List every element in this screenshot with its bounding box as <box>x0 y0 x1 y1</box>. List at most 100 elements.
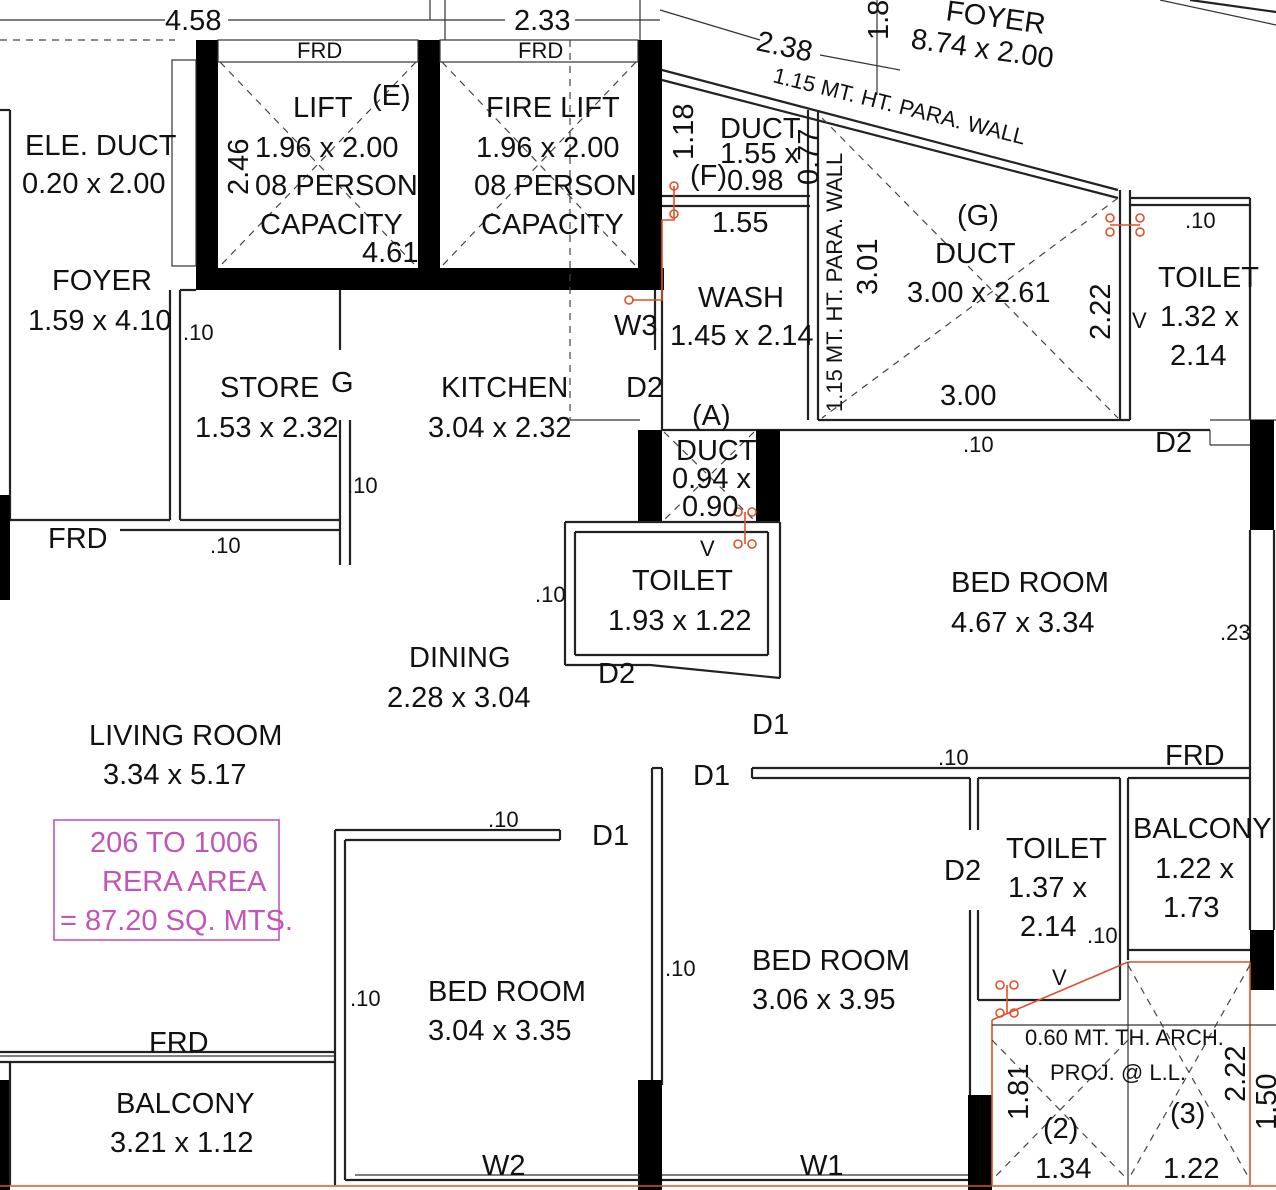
dim-lift-w: 4.61 <box>362 237 418 269</box>
bedroom-left-size: 3.04 x 3.35 <box>428 1015 572 1047</box>
wash-size: 1.45 x 2.14 <box>670 320 814 352</box>
balcony-right-line3: 1.73 <box>1163 892 1219 924</box>
store-name: STORE <box>220 372 319 404</box>
fire-lift-size: 1.96 x 2.00 <box>476 132 620 164</box>
kitchen-size: 3.04 x 2.32 <box>428 412 572 444</box>
window-w3-label: W3 <box>614 310 658 342</box>
kitchen-name: KITCHEN <box>441 372 568 404</box>
lift-name: LIFT <box>293 92 353 124</box>
dining-size: 2.28 x 3.04 <box>387 682 531 714</box>
duct-a-line3: 0.90 <box>682 491 738 523</box>
dim-duct-g-w: 3.00 <box>940 380 996 412</box>
thickness-label: .10 <box>183 320 214 345</box>
room-ele-duct-size: 0.20 x 2.00 <box>22 168 166 200</box>
duct-f-name: DUCT <box>720 113 801 145</box>
lift-core-walls <box>171 39 664 290</box>
thickness-label: .10 <box>1087 923 1118 948</box>
living-size: 3.34 x 5.17 <box>103 759 247 791</box>
arch-tag3: (3) <box>1170 1098 1205 1130</box>
thickness-label: .10 <box>210 533 241 558</box>
rera-line2: RERA AREA <box>102 866 267 898</box>
toilet-lower-line2: 1.37 x <box>1008 872 1087 904</box>
frd-label: FRD <box>149 1027 209 1059</box>
frd-label-fire-lift: FRD <box>518 38 563 63</box>
window-v-label: V <box>1132 308 1147 333</box>
bedroom-right-name: BED ROOM <box>951 567 1109 599</box>
window-v-label: V <box>1052 965 1067 990</box>
toilet-tr-name: TOILET <box>1158 262 1259 294</box>
door-d2-label: D2 <box>598 658 635 690</box>
duct-a-tag: (A) <box>692 400 731 432</box>
window-w2-label: W2 <box>482 1150 526 1182</box>
duct-a-name: DUCT <box>676 435 757 467</box>
thickness-label: .10 <box>938 745 969 770</box>
duct-f-line3: 0.98 <box>727 165 783 197</box>
arch-h3: 1.50 <box>1251 1074 1276 1130</box>
dim-duct-g-h: 3.01 <box>852 239 884 295</box>
room-foyer-size: 1.59 x 4.10 <box>28 305 172 337</box>
thickness-label: .10 <box>350 986 381 1011</box>
thickness-label: .10 <box>665 956 696 981</box>
thickness-label: .10 <box>963 432 994 457</box>
fire-lift-line3: 08 PERSON <box>474 170 637 202</box>
balcony-left-size: 3.21 x 1.12 <box>110 1127 254 1159</box>
dim-duct-f-h: 1.18 <box>668 104 700 160</box>
duct-f-line2: 1.55 x <box>720 138 799 170</box>
arch-h1: 1.81 <box>1003 1064 1035 1120</box>
frd-label: FRD <box>48 523 108 555</box>
dim-top-a: 4.58 <box>165 5 221 37</box>
balcony-right-name: BALCONY <box>1133 813 1272 845</box>
arch-projection <box>991 961 1276 1185</box>
bedroom-left-name: BED ROOM <box>428 976 586 1008</box>
dim-top-b: 2.33 <box>514 5 570 37</box>
toilet-mid-name: TOILET <box>632 565 733 597</box>
top-dimension-lines <box>0 0 1276 95</box>
lift-line4: CAPACITY <box>260 209 403 241</box>
duct-g-tag: (G) <box>957 200 999 232</box>
frd-label-lift: FRD <box>297 38 342 63</box>
room-foyer-name: FOYER <box>52 265 152 297</box>
arch-tag2: (2) <box>1043 1113 1078 1145</box>
dim-top-d: 1.8 <box>863 0 895 40</box>
living-name: LIVING ROOM <box>89 720 282 752</box>
thickness-label: .10 <box>347 473 378 498</box>
rera-box <box>53 819 280 941</box>
toilet-lower-line3: 2.14 <box>1020 911 1076 943</box>
door-d2-label: D2 <box>1155 427 1192 459</box>
arch-line1: 0.60 MT. TH. ARCH. <box>1025 1025 1224 1050</box>
thickness-label: .23 <box>1220 620 1251 645</box>
lift-size: 1.96 x 2.00 <box>255 132 399 164</box>
balcony-left-name: BALCONY <box>116 1088 255 1120</box>
duct-g-size: 3.00 x 2.61 <box>907 277 1051 309</box>
fire-lift-line4: CAPACITY <box>481 209 624 241</box>
arch-line2: PROJ. @ L.L. <box>1050 1060 1186 1085</box>
dim-lift-h: 2.46 <box>223 139 255 195</box>
bedroom-right-size: 4.67 x 3.34 <box>951 607 1095 639</box>
bedroom-mid-size: 3.06 x 3.95 <box>752 984 896 1016</box>
arch-w2: 1.34 <box>1035 1153 1091 1185</box>
dim-top-c: 2.38 <box>754 26 816 69</box>
lift-tag: (E) <box>372 80 411 112</box>
para-wall-vertical: 1.15 MT. HT. PARA. WALL <box>822 153 847 412</box>
dining-name: DINING <box>409 642 511 674</box>
store-size: 1.53 x 2.32 <box>195 412 339 444</box>
dim-duct-g-v: 2.22 <box>1085 284 1117 340</box>
duct-f-tag: (F) <box>690 160 727 192</box>
dim-duct-f-v: 0.77 <box>793 129 825 185</box>
rera-line1: 206 TO 1006 <box>90 827 258 859</box>
plumbing-fixtures <box>624 181 1145 1018</box>
arch-w3: 1.22 <box>1163 1153 1219 1185</box>
duct-a-line2: 0.94 x <box>672 463 751 495</box>
balcony-right-line2: 1.22 x <box>1155 853 1234 885</box>
door-d1-label: D1 <box>752 709 789 741</box>
bedroom-mid-name: BED ROOM <box>752 945 910 977</box>
thickness-label: .10 <box>488 807 519 832</box>
room-ele-duct-name: ELE. DUCT <box>25 130 177 162</box>
rera-line3: = 87.20 SQ. MTS. <box>60 905 293 937</box>
toilet-mid-size: 1.93 x 1.22 <box>608 605 752 637</box>
duct-g-name: DUCT <box>935 238 1016 270</box>
arch-h2: 2.22 <box>1220 1046 1252 1102</box>
walls <box>0 40 1276 1190</box>
toilet-tr-line2: 1.32 x <box>1160 301 1239 333</box>
